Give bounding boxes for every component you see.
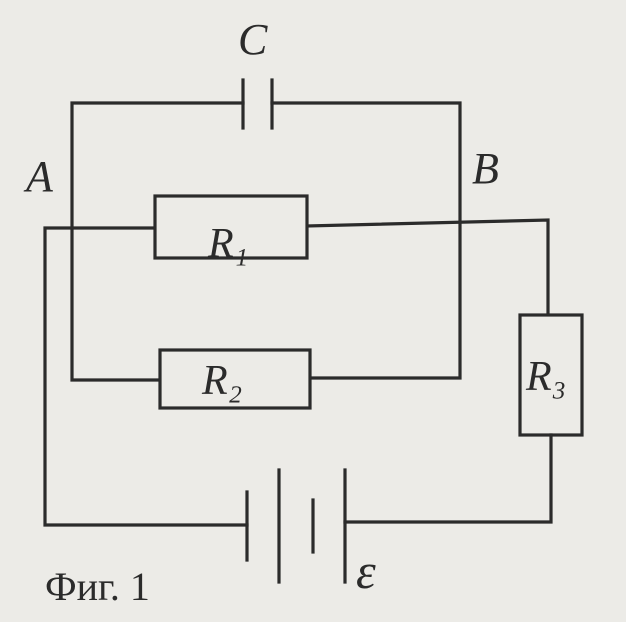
label-capacitor-c: C [238, 15, 268, 64]
wire-left-a [70, 101, 245, 382]
resistor-r2 [158, 348, 312, 410]
resistor-r3 [518, 313, 584, 437]
label-emf: ε [356, 543, 376, 599]
wire-r1-right-to-r3 [305, 218, 550, 317]
resistor-r1 [153, 194, 309, 260]
capacitor-branch [70, 78, 462, 382]
r1-branch [43, 194, 550, 527]
figure-caption: Фиг. 1 [45, 564, 150, 609]
wire-right-b [270, 101, 462, 380]
battery [245, 468, 347, 584]
wire-r3-to-battery [343, 433, 553, 524]
r3-branch [343, 313, 584, 524]
label-node-a: A [23, 152, 54, 201]
label-r2: R₂ [201, 358, 242, 404]
label-r3: R₃ [525, 354, 566, 400]
label-node-b: B [472, 144, 499, 193]
label-r1: R₁ [207, 221, 248, 267]
wire-r1-left-to-battery [43, 226, 249, 527]
